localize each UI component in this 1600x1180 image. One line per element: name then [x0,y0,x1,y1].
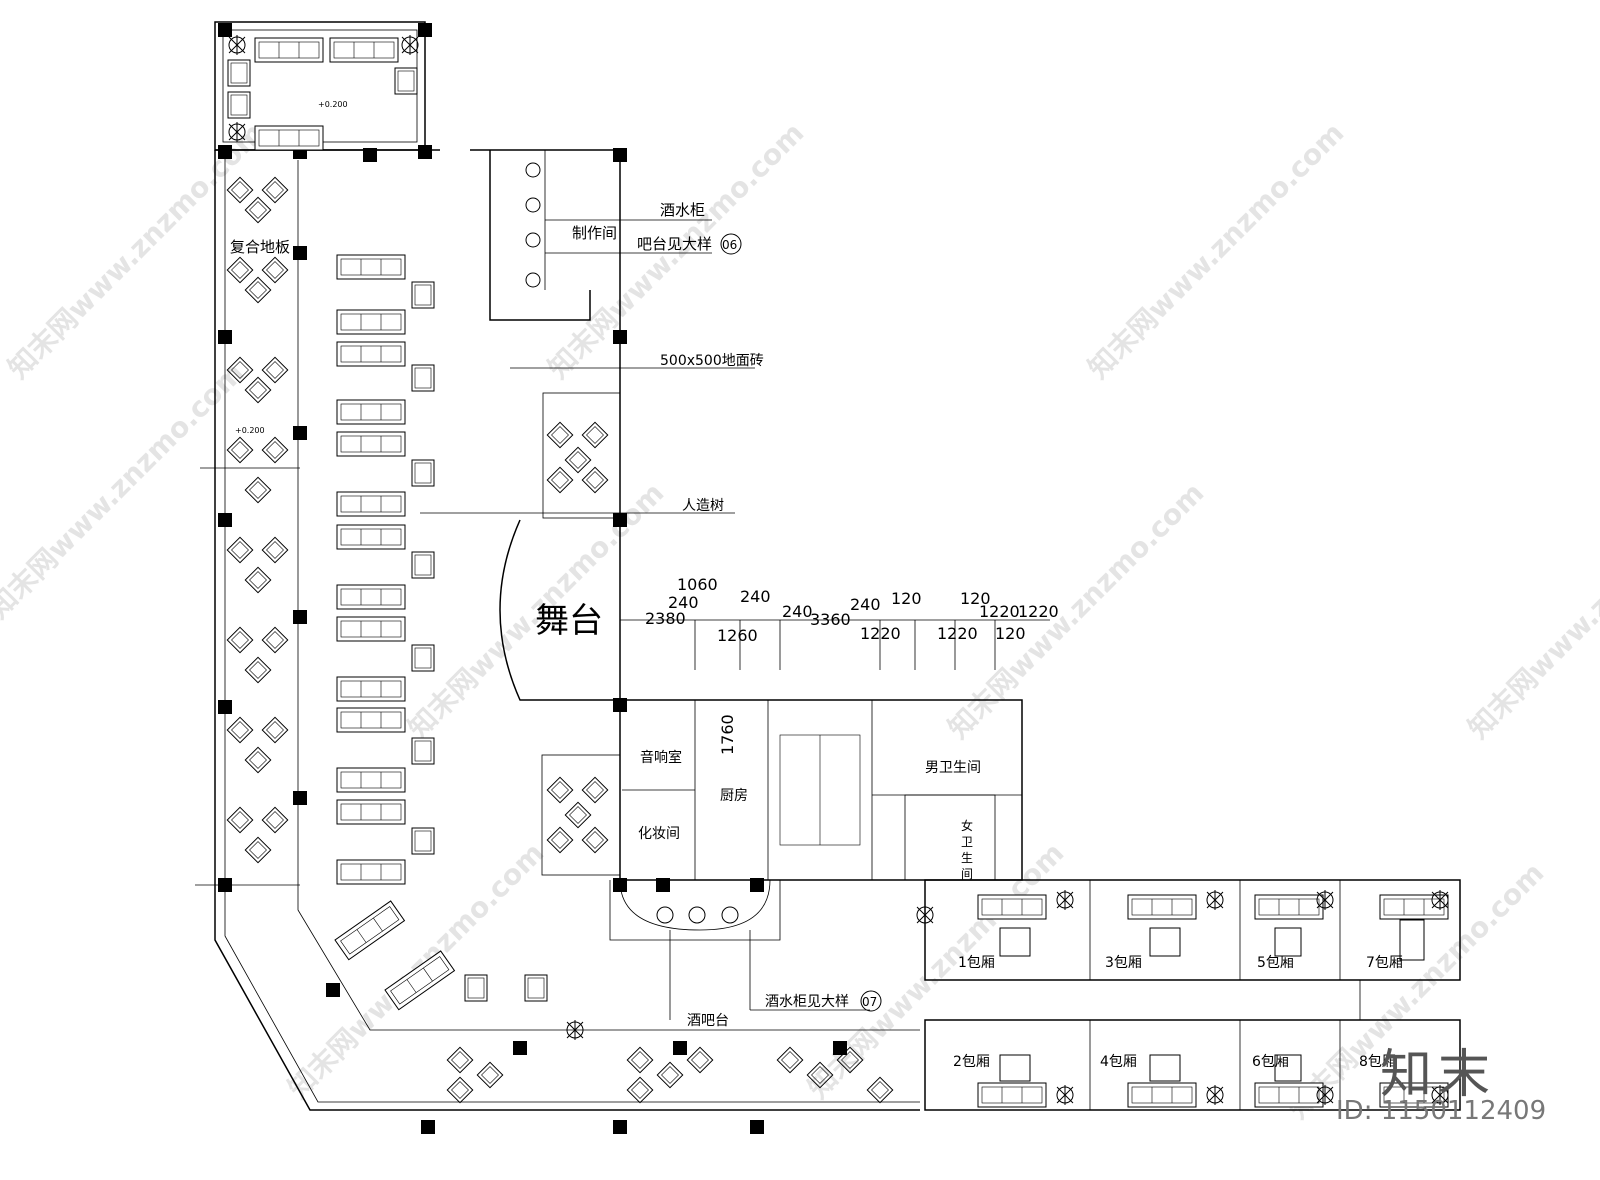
elevation-label: +0.200 [235,426,265,435]
dimension-label: 3360 [810,610,851,629]
bar-stools [525,162,739,924]
wine-cabinet-label: 酒水柜 [660,201,705,219]
room-label: 3包厢 [1105,955,1142,971]
elevation-label: +0.200 [318,100,348,109]
dimension-label: 240 [850,595,881,614]
room-label: 4包厢 [1100,1054,1137,1070]
room-label: 6包厢 [1252,1054,1289,1070]
dimension-label: 2380 [645,609,686,628]
dimension-labels: 1060 240 240 2380 1260 240 3360 240 120 … [645,575,1059,755]
room-label: 2包厢 [953,1054,990,1070]
wine-bar-label: 酒吧台 [687,1013,729,1029]
womens-wc-label: 女 [961,818,973,833]
artificial-tree-label: 人造树 [682,498,724,514]
dimension-label: 240 [740,587,771,606]
dimension-label: 1220 [979,602,1020,621]
dimension-label: 1220 [937,624,978,643]
watermark: 知末网www.znzmo.com [1462,476,1600,745]
dimension-label: 240 [668,593,699,612]
wine-cabinet-detail-ref: 07 [862,995,877,1009]
sound-room-label: 音响室 [640,749,682,766]
dimension-label: 1220 [860,624,901,643]
walls [214,21,1461,1111]
ktv-room-labels: 1包厢 2包厢 3包厢 4包厢 5包厢 6包厢 7包厢 8包厢 [953,955,1403,1070]
floor-tile-label: 500x500地面砖 [660,353,764,369]
room-label: 5包厢 [1257,955,1294,971]
ktv-furniture [228,34,1449,1108]
room-label: 1包厢 [958,955,995,971]
dimension-label: 240 [782,602,813,621]
room-label: 7包厢 [1366,955,1403,971]
bar-detail-label: 吧台见大样 [637,235,712,253]
workroom-label: 制作间 [572,224,617,242]
leader-lines [195,219,1050,1020]
dimension-label: 1060 [677,575,718,594]
image-id: ID: 1150112409 [1336,1096,1547,1126]
watermark: 知末网www.znzmo.com [1082,116,1351,385]
wine-cabinet-detail-label: 酒水柜见大样 [765,994,849,1010]
brand-logo: 知末 [1380,1045,1497,1105]
womens-wc-label: 间 [961,867,973,881]
annotations: 酒水柜 制作间 吧台见大样 06 复合地板 +0.200 +0.200 500x… [230,100,981,1029]
bar-detail-ref: 06 [722,238,737,252]
womens-wc-label: 生 [961,851,973,865]
womens-wc-label: 卫 [961,835,973,849]
dimension-label: 1220 [1018,602,1059,621]
dimension-label: 120 [960,589,991,608]
room-label: 8包厢 [1359,1054,1396,1070]
dimension-label: 120 [891,589,922,608]
stage-label: 舞台 [535,601,603,641]
watermark: 知末网www.znzmo.com [0,356,250,625]
dimension-label: 120 [995,624,1026,643]
dressing-room-label: 化妆间 [638,826,680,842]
kitchen-label: 厨房 [720,788,748,804]
dimension-label: 1260 [717,626,758,645]
dimension-label: 1760 [718,714,737,755]
mens-wc-label: 男卫生间 [925,760,981,776]
composite-floor-label: 复合地板 [230,238,290,256]
